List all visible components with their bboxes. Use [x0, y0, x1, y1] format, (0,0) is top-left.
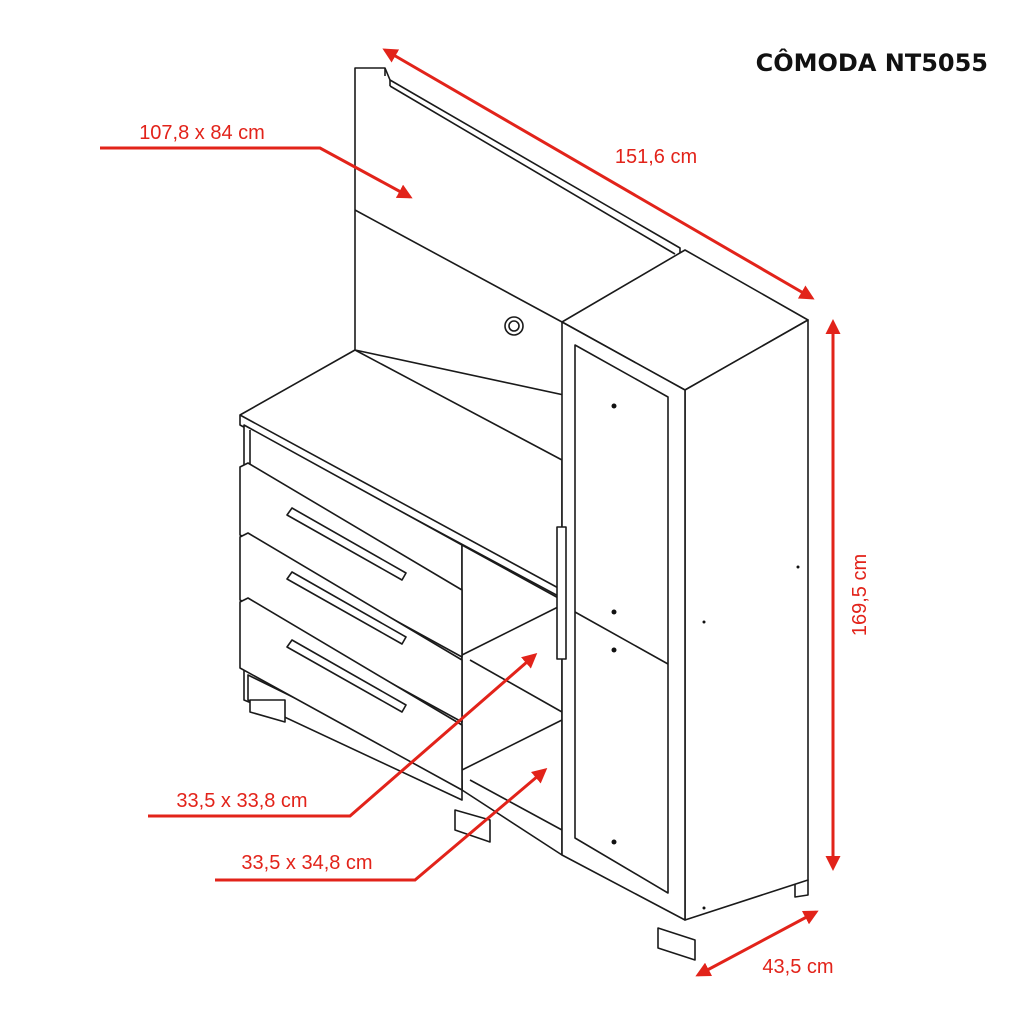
depth-dimension: 43,5 cm: [762, 956, 833, 978]
drawer-handle: [286, 571, 407, 645]
width-arrow: [382, 48, 815, 300]
height-dimension: 169,5 cm: [849, 554, 871, 636]
drawer-2: [239, 532, 463, 723]
niche-lower-arrow: [215, 768, 548, 882]
tall-cabinet: [556, 249, 809, 921]
panel-dimension: 107,8 x 84 cm: [139, 122, 265, 144]
door-glass: [574, 344, 669, 894]
niche-upper-arrow: [148, 653, 538, 818]
niche-upper-dimension: 33,5 x 33,8 cm: [176, 790, 307, 812]
panel-arrow: [100, 146, 413, 199]
dimension-lines: [100, 48, 841, 977]
drawer-1: [239, 462, 463, 658]
depth-arrow: [695, 910, 819, 977]
cable-grommet-icon: [504, 316, 524, 336]
product-title: CÔMODA NT5055: [756, 47, 988, 77]
foot: [657, 927, 696, 961]
drawer-3: [239, 597, 463, 791]
drawer-handle: [286, 639, 407, 713]
drawers: [239, 462, 463, 791]
foot: [249, 699, 286, 723]
drawer-handle: [286, 507, 407, 581]
door-handle: [556, 526, 567, 660]
width-dimension: 151,6 cm: [615, 146, 697, 168]
niche-lower-dimension: 33,5 x 34,8 cm: [241, 852, 372, 874]
foot: [454, 809, 491, 843]
